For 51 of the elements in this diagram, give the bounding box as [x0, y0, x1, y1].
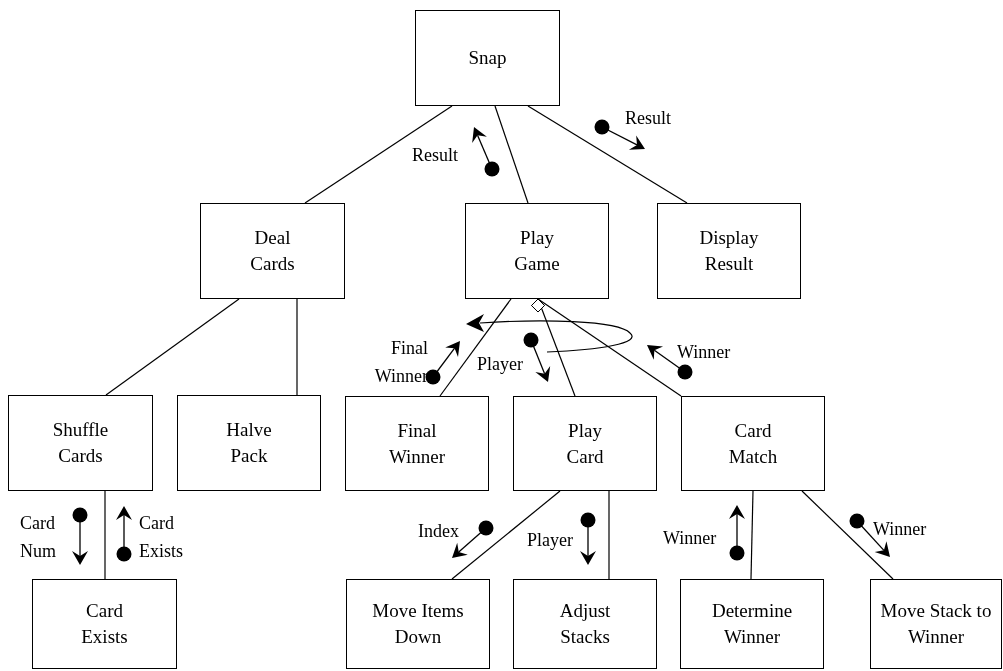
module-box [346, 579, 490, 669]
module-name: Move Stack to Winner [879, 599, 993, 649]
data-couple-label: Final Winner [373, 337, 428, 388]
module-box [870, 579, 1002, 669]
connector-line [439, 298, 512, 397]
connector-line [296, 298, 298, 396]
data-couple-label: Index [418, 520, 459, 543]
module-name: Final Winner [387, 418, 447, 469]
module-box [415, 10, 560, 106]
data-couple-label: Result [412, 144, 458, 167]
module-name: Move Items Down [371, 599, 465, 649]
connector-line [750, 490, 754, 580]
module-box [345, 396, 489, 491]
connector-line [105, 298, 240, 396]
module-box [177, 395, 321, 491]
module-name: Determine Winner [710, 599, 794, 649]
module-name: Play Card [565, 418, 605, 469]
connector-line [451, 490, 561, 580]
module-name: Shuffle Cards [51, 418, 110, 468]
data-couple-label: Winner [663, 527, 717, 550]
connector-line [304, 105, 453, 204]
data-couple-label: Player [527, 529, 573, 552]
connector-line [801, 490, 894, 580]
connector-line [531, 298, 682, 397]
connector-line [104, 490, 106, 580]
module-name: Adjust Stacks [558, 599, 612, 649]
module-box [8, 395, 153, 491]
module-box [513, 579, 657, 669]
module-name: Display Result [698, 226, 760, 276]
module-name: Snap [468, 46, 507, 70]
module-box [657, 203, 801, 299]
connector-line [608, 490, 610, 580]
module-box [200, 203, 345, 299]
connector-line [527, 105, 688, 204]
module-box [680, 579, 824, 669]
connector-line [494, 105, 529, 204]
data-couple-label: Card Num [20, 512, 57, 563]
module-name: Card Exists [80, 599, 129, 649]
module-name: Card Match [727, 418, 779, 469]
module-name: Halve Pack [225, 418, 273, 468]
module-name: Play Game [513, 226, 561, 276]
module-box [513, 396, 657, 491]
data-couple-label: Winner [873, 518, 927, 541]
module-box [681, 396, 825, 491]
data-couple-label: Card Exists [139, 512, 184, 563]
data-couple-label: Player [477, 353, 523, 376]
module-box [465, 203, 609, 299]
data-couple-label: Result [625, 107, 671, 130]
data-couple-label: Winner [677, 341, 731, 364]
module-box [32, 579, 177, 669]
module-name: Deal Cards [249, 226, 296, 276]
